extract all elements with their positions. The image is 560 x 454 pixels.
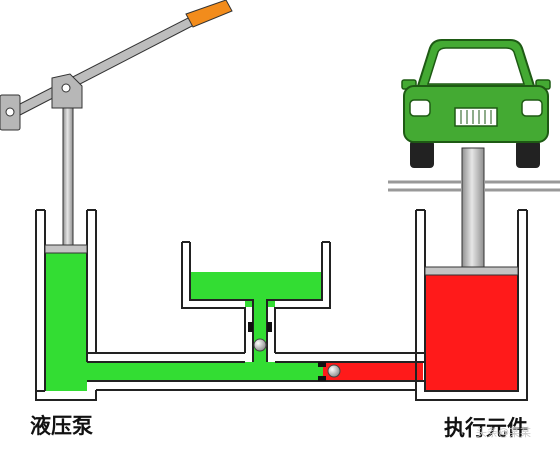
actuator-label: 执行元件 (444, 416, 528, 440)
car-icon (401, 39, 551, 168)
reservoir (181, 242, 246, 353)
pump-label: 液压泵 (30, 414, 93, 438)
actuator-cylinder (415, 210, 528, 401)
red-fluid (323, 274, 518, 391)
ball-valve-icon (318, 362, 341, 381)
watermark: 头条@某某 (476, 426, 531, 439)
ball-valve-icon (248, 322, 272, 352)
pump-cylinder (35, 210, 45, 392)
lever-icon (0, 0, 233, 131)
actuator-piston (388, 147, 560, 276)
pipe-outline (35, 209, 528, 401)
pump-piston (44, 107, 88, 254)
green-fluid (45, 253, 323, 391)
